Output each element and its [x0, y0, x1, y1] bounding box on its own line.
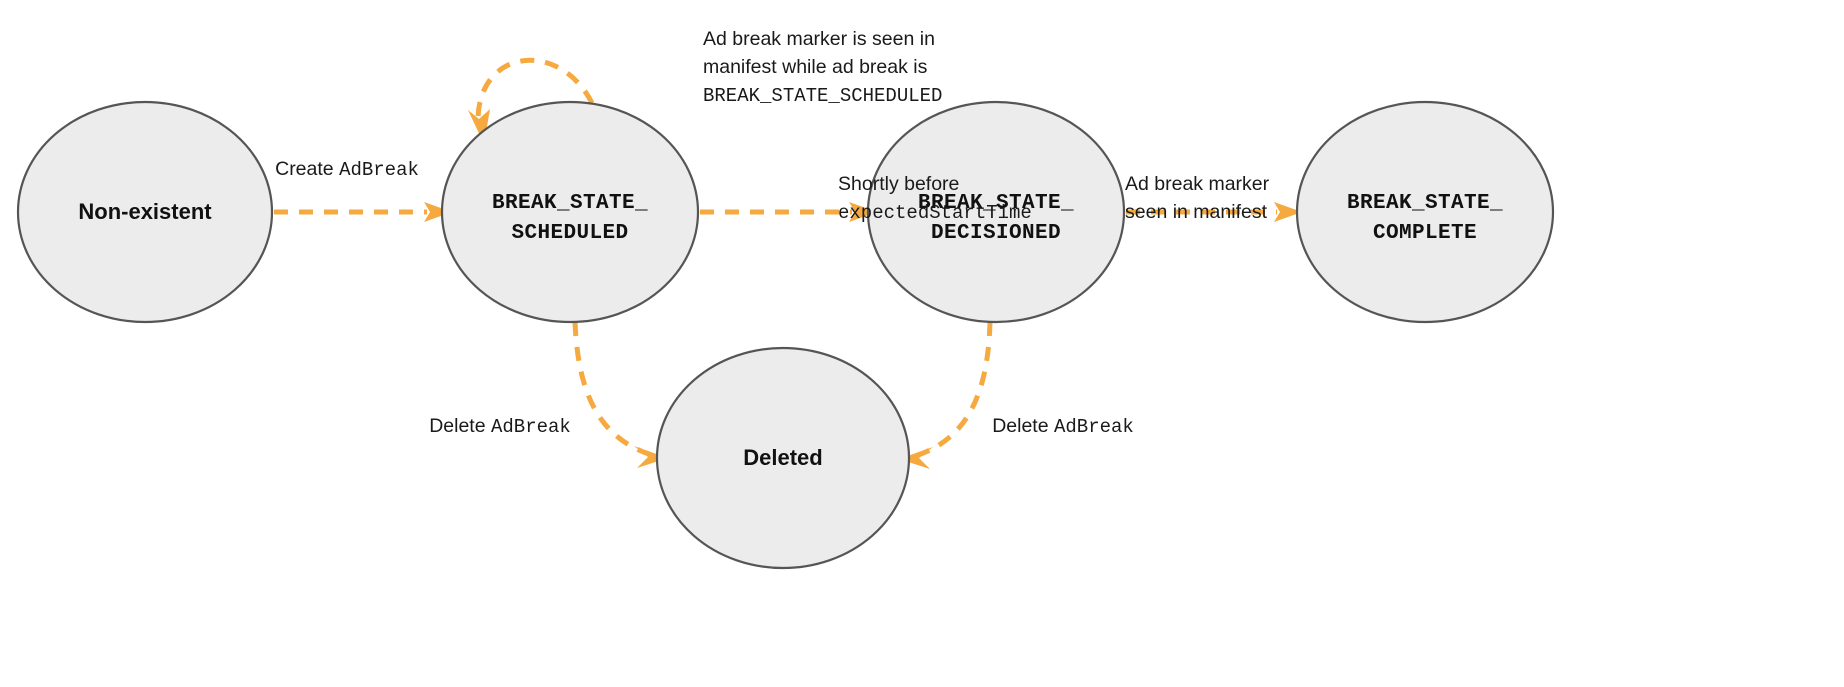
edge-label-delete-left-type: AdBreak — [491, 416, 571, 438]
node-break-state-scheduled-label-line1: BREAK_STATE_ — [492, 192, 648, 215]
edge-label-shortly-before: Shortly before expectedStartTime — [838, 173, 1032, 224]
edge-label-delete-from-scheduled: Delete AdBreak — [429, 415, 571, 438]
node-break-state-complete-label-line2: COMPLETE — [1373, 222, 1477, 245]
node-break-state-complete-label-line1: BREAK_STATE_ — [1347, 192, 1503, 215]
edge-create-adbreak — [274, 202, 452, 222]
node-non-existent-label: Non-existent — [78, 199, 212, 224]
edge-selfloop-line — [475, 57, 595, 119]
node-break-state-complete[interactable]: BREAK_STATE_ COMPLETE — [1295, 100, 1555, 324]
node-break-state-scheduled-label-line2: SCHEDULED — [511, 222, 628, 245]
edge-delete-from-scheduled-arrowhead — [634, 446, 668, 468]
node-break-state-scheduled-shape[interactable] — [440, 100, 700, 324]
edge-shortly-before — [700, 202, 877, 222]
edge-shortly-before-arrowhead — [849, 202, 877, 222]
edge-label-create-adbreak-type: AdBreak — [339, 159, 419, 181]
edge-label-delete-right-type: AdBreak — [1054, 416, 1134, 438]
node-non-existent-shape[interactable] — [16, 100, 274, 324]
node-break-state-scheduled[interactable]: BREAK_STATE_ SCHEDULED — [440, 100, 700, 324]
edge-marker-seen-arrowhead — [1274, 202, 1302, 222]
edge-label-marker-seen-line2: seen in manifest — [1125, 201, 1268, 223]
node-break-state-decisioned-label-line1: BREAK_STATE_ — [918, 192, 1074, 215]
edge-label-delete-from-decisioned: Delete AdBreak — [992, 415, 1134, 438]
edge-create-adbreak-arrowhead — [424, 202, 452, 222]
node-deleted-label: Deleted — [743, 445, 822, 470]
node-break-state-decisioned[interactable]: BREAK_STATE_ DECISIONED — [866, 100, 1126, 324]
node-break-state-complete-shape[interactable] — [1295, 100, 1555, 324]
node-break-state-decisioned-shape[interactable] — [866, 100, 1126, 324]
edge-label-selfloop-line3: BREAK_STATE_SCHEDULED — [703, 85, 942, 107]
node-deleted[interactable]: Deleted — [655, 346, 911, 570]
svg-text:Delete AdBreak: Delete AdBreak — [992, 415, 1134, 438]
svg-text:Delete AdBreak: Delete AdBreak — [429, 415, 571, 438]
node-non-existent[interactable]: Non-existent — [16, 100, 274, 324]
edge-delete-from-decisioned-arrowhead — [899, 447, 933, 469]
edge-label-marker-seen-in-manifest: Ad break marker seen in manifest — [1125, 173, 1270, 223]
edge-label-create-adbreak-verb: Create — [275, 158, 339, 180]
edge-delete-from-scheduled — [572, 321, 668, 468]
edge-label-delete-right-verb: Delete — [992, 415, 1054, 437]
edge-marker-seen-in-manifest — [1126, 202, 1302, 222]
edge-label-selfloop-line1: Ad break marker is seen in — [703, 28, 935, 50]
edge-label-shortly-before-line2: expectedStartTime — [838, 202, 1032, 224]
edge-label-shortly-before-line1: Shortly before — [838, 173, 959, 195]
edge-delete-from-decisioned — [899, 321, 993, 469]
edge-label-selfloop-line2: manifest while ad break is — [703, 56, 928, 78]
edge-label-selfloop: Ad break marker is seen in manifest whil… — [703, 28, 942, 107]
node-deleted-shape[interactable] — [655, 346, 911, 570]
edge-label-delete-left-verb: Delete — [429, 415, 491, 437]
svg-text:Create AdBreak: Create AdBreak — [275, 158, 419, 181]
edge-delete-from-scheduled-line — [572, 321, 656, 459]
node-break-state-decisioned-label-line2: DECISIONED — [931, 222, 1061, 245]
edge-label-create-adbreak: Create AdBreak — [275, 158, 419, 181]
edge-label-marker-seen-line1: Ad break marker — [1125, 173, 1270, 195]
edge-delete-from-decisioned-line — [911, 321, 993, 460]
